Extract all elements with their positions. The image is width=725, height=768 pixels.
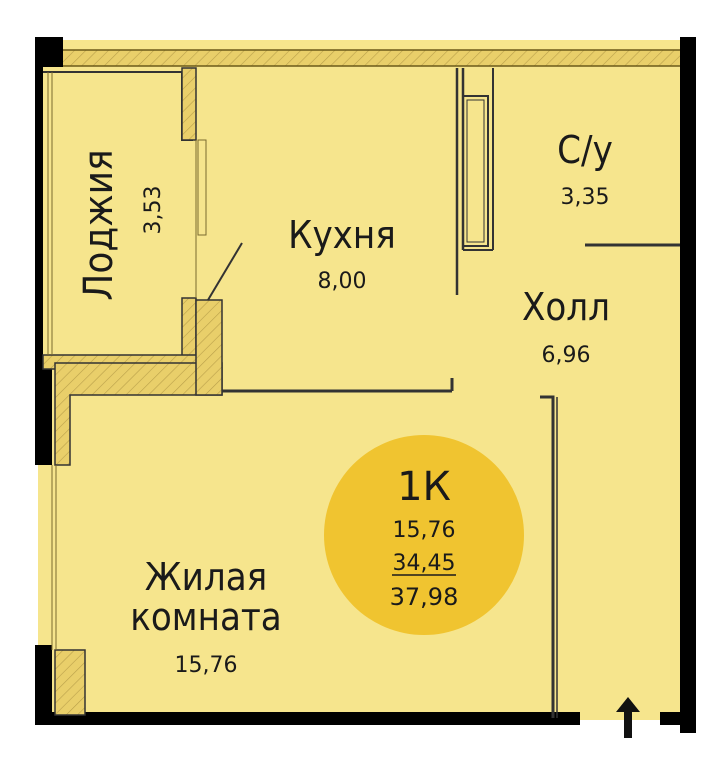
hall-name: Холл bbox=[522, 285, 610, 329]
hall-area: 6,96 bbox=[542, 343, 591, 368]
kitchen-area: 8,00 bbox=[318, 269, 367, 294]
living-name-line1: Жилая bbox=[145, 555, 267, 599]
wall-bottom-right bbox=[660, 712, 696, 725]
bathroom-area: 3,35 bbox=[561, 185, 610, 210]
wall-left-mid bbox=[35, 355, 52, 465]
wall-bottom bbox=[35, 712, 580, 725]
loggia-name: Лоджия bbox=[76, 149, 122, 300]
apartment-badge: 1К 15,76 34,45 37,98 bbox=[324, 435, 524, 635]
wall-top-right bbox=[680, 37, 696, 67]
entrance-arrow-icon bbox=[616, 697, 640, 738]
living-left-pier-hatch bbox=[54, 649, 86, 716]
kitchen-door-swing bbox=[207, 242, 243, 301]
loggia-wall-hatch-top bbox=[181, 67, 197, 141]
wall-right bbox=[680, 60, 696, 733]
badge-total-area: 34,45 bbox=[393, 551, 456, 576]
bath-shaft-inner bbox=[466, 99, 485, 243]
loggia-area: 3,53 bbox=[141, 186, 166, 235]
bathroom-name: С/у bbox=[557, 128, 613, 172]
kitchen-wall-right bbox=[195, 299, 223, 396]
wall-left-upper bbox=[35, 37, 43, 367]
living-name-line2: комната bbox=[130, 595, 282, 639]
hall-living-wall bbox=[540, 395, 555, 718]
badge-living-area: 15,76 bbox=[393, 518, 456, 543]
living-area: 15,76 bbox=[175, 653, 238, 678]
badge-total-with-loggia: 37,98 bbox=[390, 583, 459, 611]
loggia-door-panel bbox=[197, 139, 207, 236]
loggia-wall-hatch-bottom bbox=[181, 297, 197, 361]
top-wall-hatch bbox=[54, 49, 688, 67]
bath-shaft bbox=[462, 95, 489, 247]
kitchen-name: Кухня bbox=[288, 213, 396, 257]
wall-left-lower bbox=[35, 645, 52, 725]
badge-type: 1К bbox=[397, 464, 451, 510]
